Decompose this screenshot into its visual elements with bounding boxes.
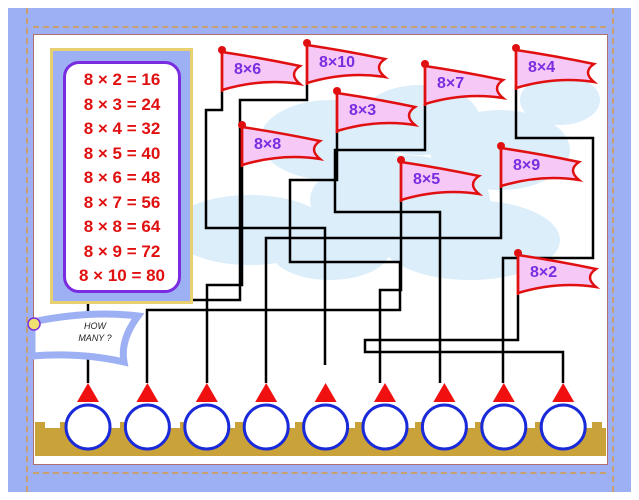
flag-label: 8×2 — [530, 264, 558, 281]
flag-label: 8×4 — [528, 59, 556, 76]
table-row: 8 × 4 = 32 — [83, 119, 161, 138]
answer-circle[interactable] — [302, 403, 350, 451]
answer-circle[interactable] — [242, 403, 290, 451]
table-row: 8 × 3 = 24 — [83, 94, 161, 114]
flag — [218, 46, 305, 92]
arrow-marker — [552, 383, 575, 402]
arrow-marker — [492, 383, 515, 402]
stitch-right — [612, 8, 614, 492]
flag-label: 8×8 — [254, 136, 282, 153]
flag — [497, 142, 584, 188]
answer-circle[interactable] — [539, 403, 587, 451]
arrow-marker — [374, 383, 396, 402]
table-row: 8 × 9 = 72 — [83, 241, 161, 261]
flag — [421, 60, 508, 106]
how-many-label: HOW MANY ? — [70, 320, 120, 344]
stitch-left — [26, 8, 28, 492]
arrow-marker — [77, 383, 99, 402]
table-row: 8 × 8 = 64 — [83, 217, 161, 236]
flag — [238, 121, 325, 167]
how-many-tag — [27, 310, 145, 367]
answer-circle[interactable] — [420, 403, 468, 451]
how-label: HOW — [84, 321, 106, 331]
arrow-marker — [433, 383, 456, 402]
arrow-marker — [136, 383, 159, 402]
flag-label: 8×3 — [349, 102, 377, 119]
flag — [514, 249, 601, 295]
arrow-marker — [195, 383, 218, 402]
answer-circle[interactable] — [480, 403, 528, 451]
table-row: 8 × 5 = 40 — [83, 143, 161, 163]
table-row: 8 × 2 = 16 — [83, 70, 161, 89]
flag — [512, 44, 599, 90]
flag-label: 8×7 — [437, 75, 465, 92]
flag-label: 8×6 — [234, 61, 262, 78]
many-label: MANY ? — [78, 333, 112, 343]
answer-circle[interactable] — [361, 403, 409, 451]
table-card: 8 × 2 = 16 8 × 3 = 24 8 × 4 = 32 8 × 5 = 40… — [63, 61, 181, 293]
table-row: 8 × 10 = 80 — [78, 266, 166, 285]
flag-label: 8×10 — [319, 54, 356, 71]
arrow-marker — [255, 383, 278, 402]
flag-label: 8×5 — [413, 171, 441, 188]
answer-circle[interactable] — [64, 403, 112, 451]
arrow-marker — [314, 383, 337, 402]
multiplication-table: 8 × 2 = 16 8 × 3 = 24 8 × 4 = 32 8 × 5 = 40… — [50, 48, 193, 304]
flag — [397, 156, 484, 202]
answer-circle[interactable] — [123, 403, 171, 451]
stitch-top — [33, 26, 606, 28]
flag — [333, 87, 420, 133]
flag-label: 8×9 — [513, 157, 541, 174]
flower-icon — [27, 317, 41, 331]
stitch-bottom — [33, 472, 606, 474]
answer-circle[interactable] — [183, 403, 231, 451]
table-row: 8 × 6 = 48 — [83, 168, 161, 187]
flag — [303, 39, 390, 85]
table-row: 8 × 7 = 56 — [83, 192, 161, 212]
maze-lines — [86, 80, 595, 383]
